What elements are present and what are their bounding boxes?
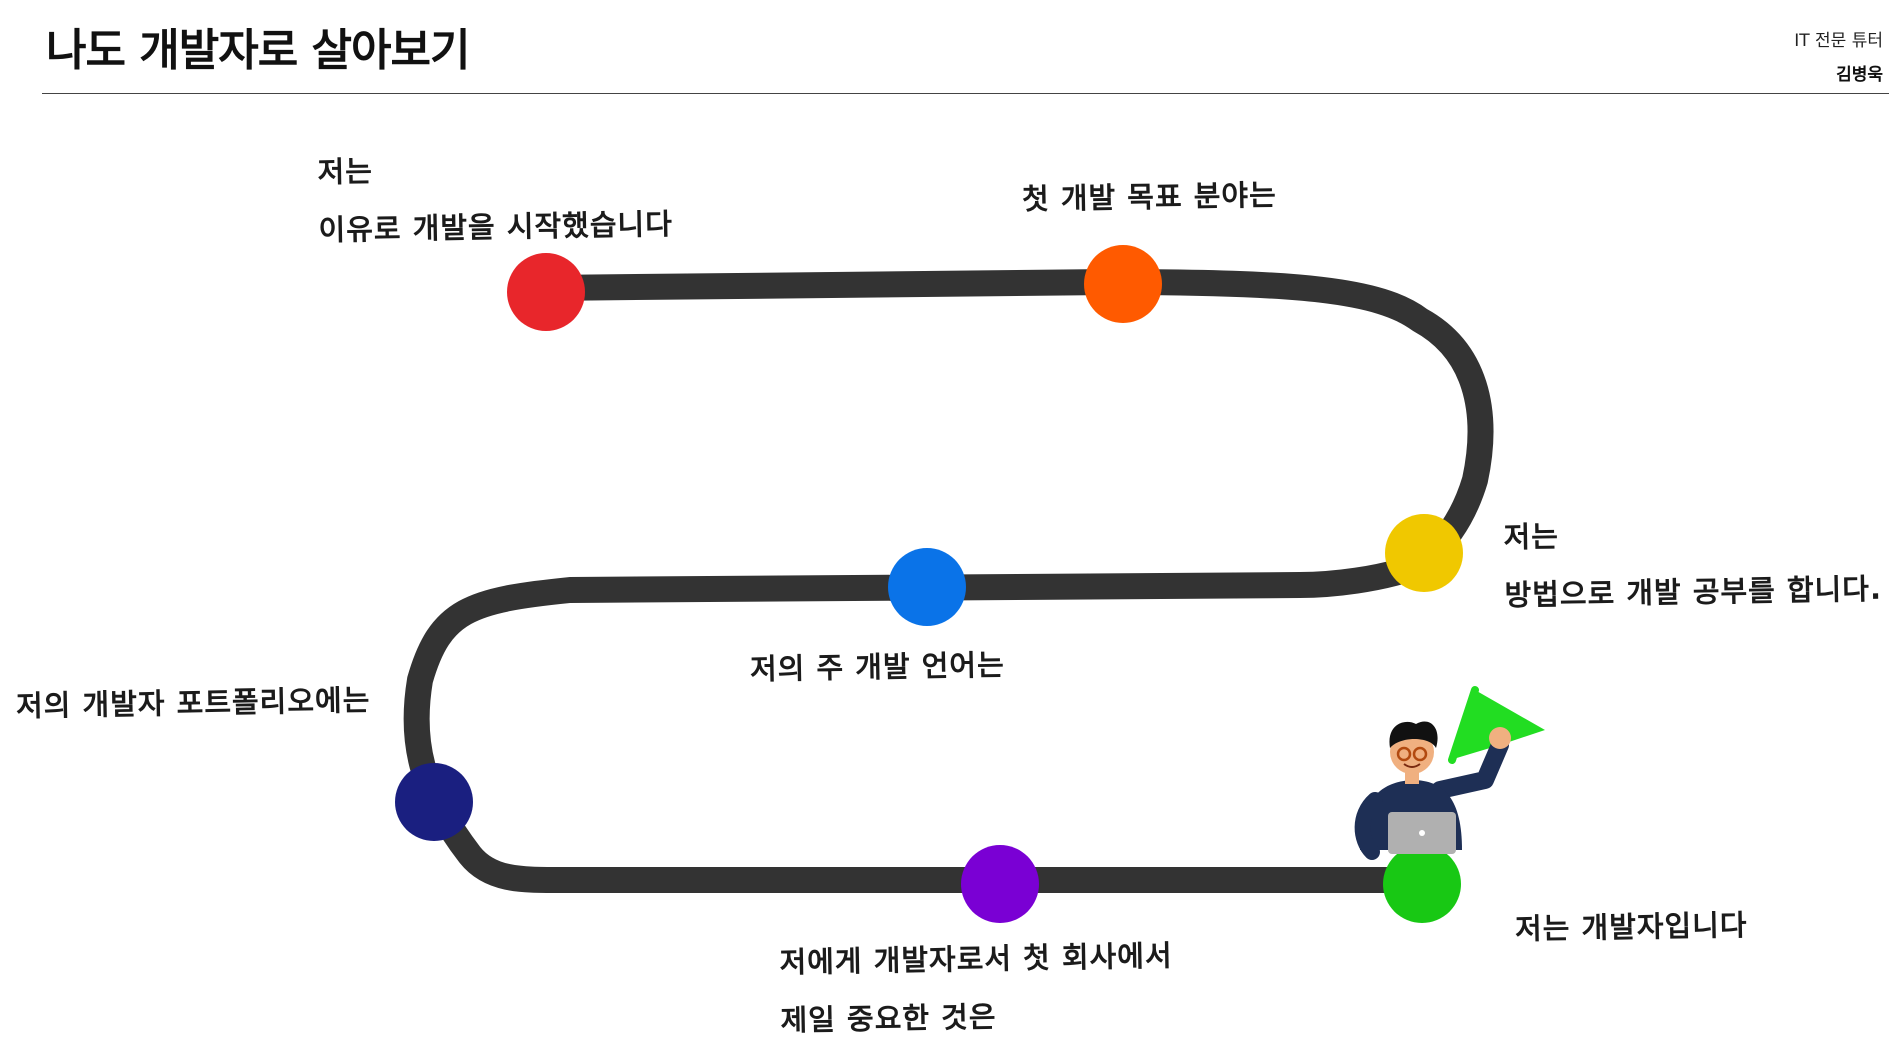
milestone-label-reason-line2: 이유로 개발을 시작했습니다 xyxy=(318,206,674,248)
glasses-right xyxy=(1412,746,1428,762)
milestone-label-study-method: 저는 방법으로 개발 공부를 합니다. xyxy=(1503,502,1882,625)
milestone-dot-study-method xyxy=(1385,514,1463,592)
waving-hand xyxy=(1489,727,1511,749)
waving-arm xyxy=(1431,736,1509,799)
author-name: 김병욱 xyxy=(1836,65,1883,85)
milestone-label-first-goal-line1: 첫 개발 목표 분야는 xyxy=(1021,177,1278,217)
milestone-label-developer-line1: 저는 개발자입니다 xyxy=(1514,907,1748,947)
flag-icon xyxy=(1450,690,1545,760)
developer-illustration xyxy=(1354,686,1545,860)
milestone-label-reason-line1: 저는 xyxy=(317,154,374,190)
milestone-label-reason: 저는 이유로 개발을 시작했습니다 xyxy=(317,137,673,259)
milestone-label-first-company-line2: 제일 중요한 것은 xyxy=(780,999,997,1038)
milestone-label-first-company-line1: 저에게 개발자로서 첫 회사에서 xyxy=(779,938,1173,980)
left-arm xyxy=(1354,792,1383,860)
page-title: 나도 개발자로 살아보기 xyxy=(46,25,470,76)
header-subtitle: IT 전문 튜터 xyxy=(1794,31,1883,51)
milestone-label-first-company: 저에게 개발자로서 첫 회사에서 제일 중요한 것은 xyxy=(779,927,1174,1050)
flag-pole xyxy=(1448,686,1479,764)
milestone-dot-reason xyxy=(507,253,585,331)
milestone-dot-main-language xyxy=(888,548,966,626)
milestone-label-study-method-line2: 방법으로 개발 공부를 합니다. xyxy=(1504,571,1883,613)
milestone-dot-developer xyxy=(1383,845,1461,923)
milestone-label-developer: 저는 개발자입니다 xyxy=(1515,896,1749,958)
milestone-label-portfolio-line1: 저의 개발자 포트폴리오에는 xyxy=(15,682,371,724)
milestone-dot-first-goal xyxy=(1084,245,1162,323)
milestone-label-main-language-line1: 저의 주 개발 언어는 xyxy=(749,647,1006,687)
glasses-left xyxy=(1396,746,1412,762)
milestone-label-study-method-line1: 저는 xyxy=(1503,519,1560,555)
milestone-label-main-language: 저의 주 개발 언어는 xyxy=(750,636,1006,698)
milestone-label-first-goal: 첫 개발 목표 분야는 xyxy=(1022,166,1278,228)
header-meta: IT 전문 튜터 김병욱 xyxy=(1794,24,1883,92)
milestone-label-portfolio: 저의 개발자 포트폴리오에는 xyxy=(16,671,371,735)
hair xyxy=(1389,721,1438,748)
header-divider xyxy=(42,93,1889,94)
milestone-dot-portfolio xyxy=(395,763,473,841)
milestone-dot-first-company xyxy=(961,845,1039,923)
smile xyxy=(1403,763,1421,768)
laptop-logo-icon xyxy=(1419,830,1425,836)
